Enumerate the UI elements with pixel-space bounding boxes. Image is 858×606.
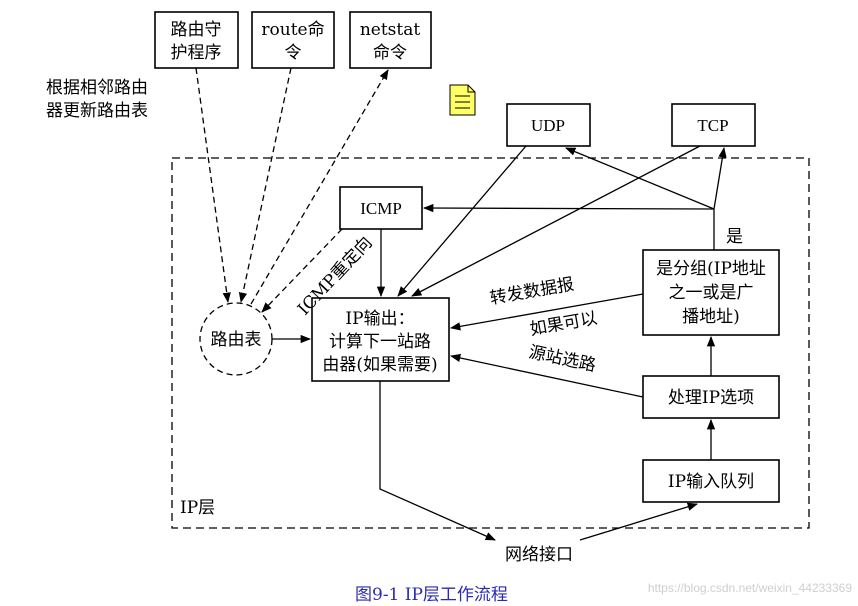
svg-text:令: 令	[285, 43, 302, 63]
svg-text:护程序: 护程序	[171, 43, 222, 63]
svg-text:IP输入队列: IP输入队列	[668, 472, 754, 492]
svg-text:之一或是广: 之一或是广	[669, 283, 754, 303]
edge-yes-to-icmp	[422, 203, 715, 213]
tcp-box: TCP	[671, 103, 756, 147]
svg-text:UDP: UDP	[531, 116, 565, 135]
forward-label: 转发数据报	[488, 274, 575, 308]
routed-daemon-box: 路由守 护程序	[154, 11, 239, 69]
update-routes-label-2: 器更新路由表	[46, 101, 148, 121]
svg-text:是分组(IP地址: 是分组(IP地址	[656, 259, 766, 279]
edge-forward-to-output	[449, 293, 644, 331]
update-routes-label: 根据相邻路由	[46, 78, 148, 98]
network-interface-label: 网络接口	[505, 545, 573, 565]
edge-routed-to-table	[195, 67, 231, 304]
edge-udp-to-output	[397, 145, 527, 297]
svg-text:ICMP: ICMP	[360, 199, 402, 218]
ip-layer-boundary	[171, 157, 810, 529]
svg-text:播地址): 播地址)	[682, 307, 740, 327]
edge-tcp-to-output	[411, 145, 701, 297]
watermark: https://blog.csdn.net/weixin_44233369	[648, 581, 852, 595]
source-route-label: 源站选路	[527, 342, 598, 376]
edge-yes-to-tcp	[713, 146, 727, 210]
ip-output-box: IP输出： 计算下一站路 由器(如果需要)	[311, 297, 450, 382]
yes-label: 是	[726, 227, 743, 247]
svg-text:路由守: 路由守	[171, 20, 222, 40]
route-command-box: route命 令	[251, 11, 335, 69]
if-possible-label: 如果可以	[528, 308, 598, 340]
svg-text:处理IP选项: 处理IP选项	[668, 388, 754, 408]
svg-text:由器(如果需要): 由器(如果需要)	[322, 355, 437, 375]
udp-box: UDP	[506, 103, 591, 147]
edge-output-to-interface	[379, 381, 496, 541]
ip-input-queue-box: IP输入队列	[642, 459, 780, 503]
note-icon	[449, 84, 476, 116]
svg-text:route命: route命	[261, 20, 324, 40]
edge-table-to-netstat	[250, 69, 389, 305]
figure-caption: 图9-1 IP层工作流程	[355, 585, 508, 605]
is-mine-box: 是分组(IP地址 之一或是广 播地址)	[642, 249, 780, 336]
svg-text:IP输出：: IP输出：	[345, 309, 414, 329]
routing-table-node: 路由表	[199, 302, 273, 376]
svg-text:路由表: 路由表	[211, 330, 262, 350]
edge-route-to-table	[238, 67, 292, 304]
edge-interface-to-queue	[579, 502, 698, 541]
svg-text:计算下一站路: 计算下一站路	[329, 332, 431, 352]
svg-text:netstat: netstat	[360, 20, 421, 40]
netstat-command-box: netstat 命令	[349, 11, 432, 69]
ip-options-box: 处理IP选项	[642, 375, 780, 419]
edge-sourceroute-to-output	[449, 353, 644, 398]
edge-yes-to-udp	[565, 147, 715, 210]
svg-text:命令: 命令	[373, 43, 407, 63]
icmp-box: ICMP	[339, 186, 423, 230]
svg-text:TCP: TCP	[697, 116, 728, 135]
ip-layer-label: IP层	[180, 498, 215, 518]
